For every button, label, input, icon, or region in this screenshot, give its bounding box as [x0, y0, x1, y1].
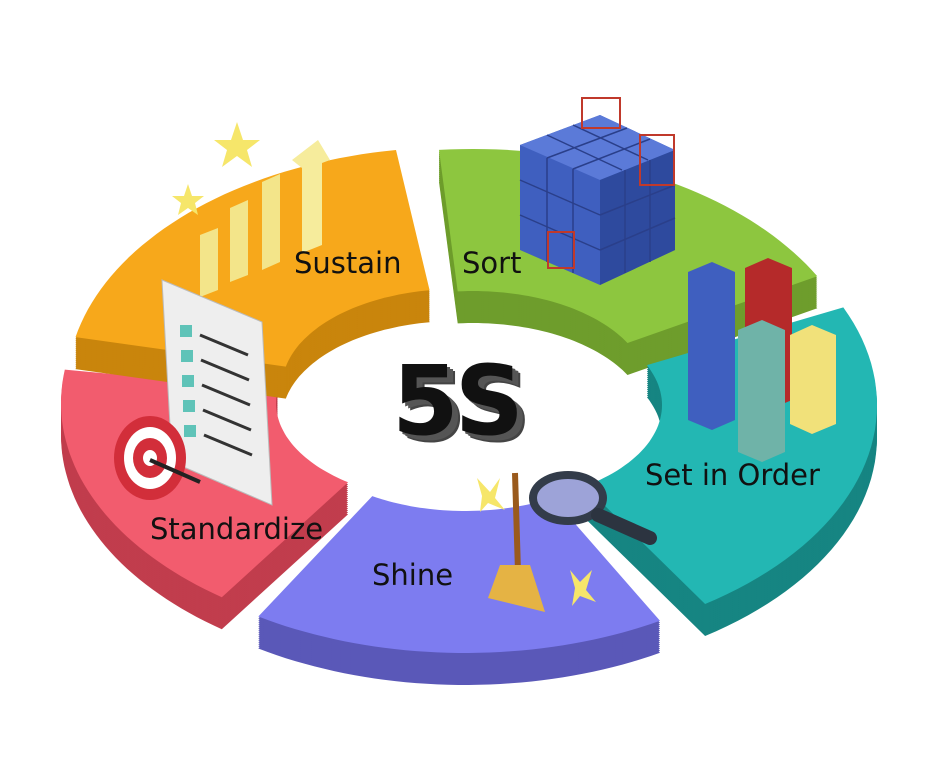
label-sustain: Sustain — [294, 246, 402, 280]
cube-stack-icon — [519, 97, 676, 285]
segment-shine — [258, 496, 660, 653]
target-icon — [114, 416, 201, 500]
label-set-in-order: Set in Order — [645, 458, 820, 492]
magnifier-icon — [529, 471, 657, 545]
label-shine: Shine — [372, 558, 454, 592]
sparkle-icon — [477, 478, 505, 512]
sparkle-icon — [570, 570, 596, 606]
growth-bars-icon — [200, 140, 330, 297]
label-standardize: Standardize — [150, 512, 324, 546]
broom-icon — [488, 472, 545, 612]
checklist-icon — [161, 279, 273, 506]
block-stacks-icon — [688, 258, 836, 462]
star-icon — [172, 184, 204, 215]
label-sort: Sort — [462, 246, 522, 280]
center-title: 5S — [392, 345, 524, 457]
star-icon — [214, 122, 260, 167]
